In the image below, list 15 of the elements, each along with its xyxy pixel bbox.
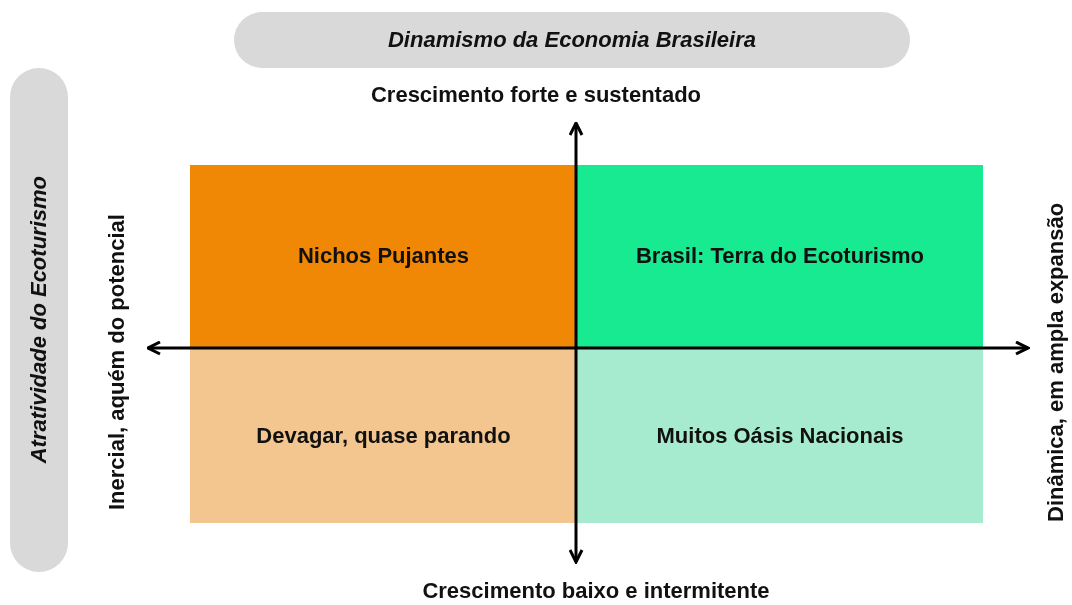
quadrant-title: Nichos Pujantes [297,243,470,269]
quadrant-title: Brasil: Terra do Ecoturismo [635,243,925,269]
axis-label: Inercial, aquém do potencial [104,213,130,510]
quadrant-panel [190,349,577,523]
quadrant-title: Muitos Oásis Nacionais [656,423,904,449]
quadrant-title: Devagar, quase parando [256,423,511,449]
axis-label: Dinâmica, em ampla expansão [1043,201,1069,522]
quadrant-panel [577,349,983,523]
quadrant-panel [577,165,983,347]
axis-label: Crescimento forte e sustentado [370,82,702,107]
axis-title: Atratividade do Ecoturismo [26,176,52,464]
header-pill [234,12,910,68]
axis-title: Dinamismo da Economia Brasileira [388,27,756,53]
quadrant-panel [190,165,577,347]
axis-label: Crescimento baixo e intermitente [422,578,770,603]
